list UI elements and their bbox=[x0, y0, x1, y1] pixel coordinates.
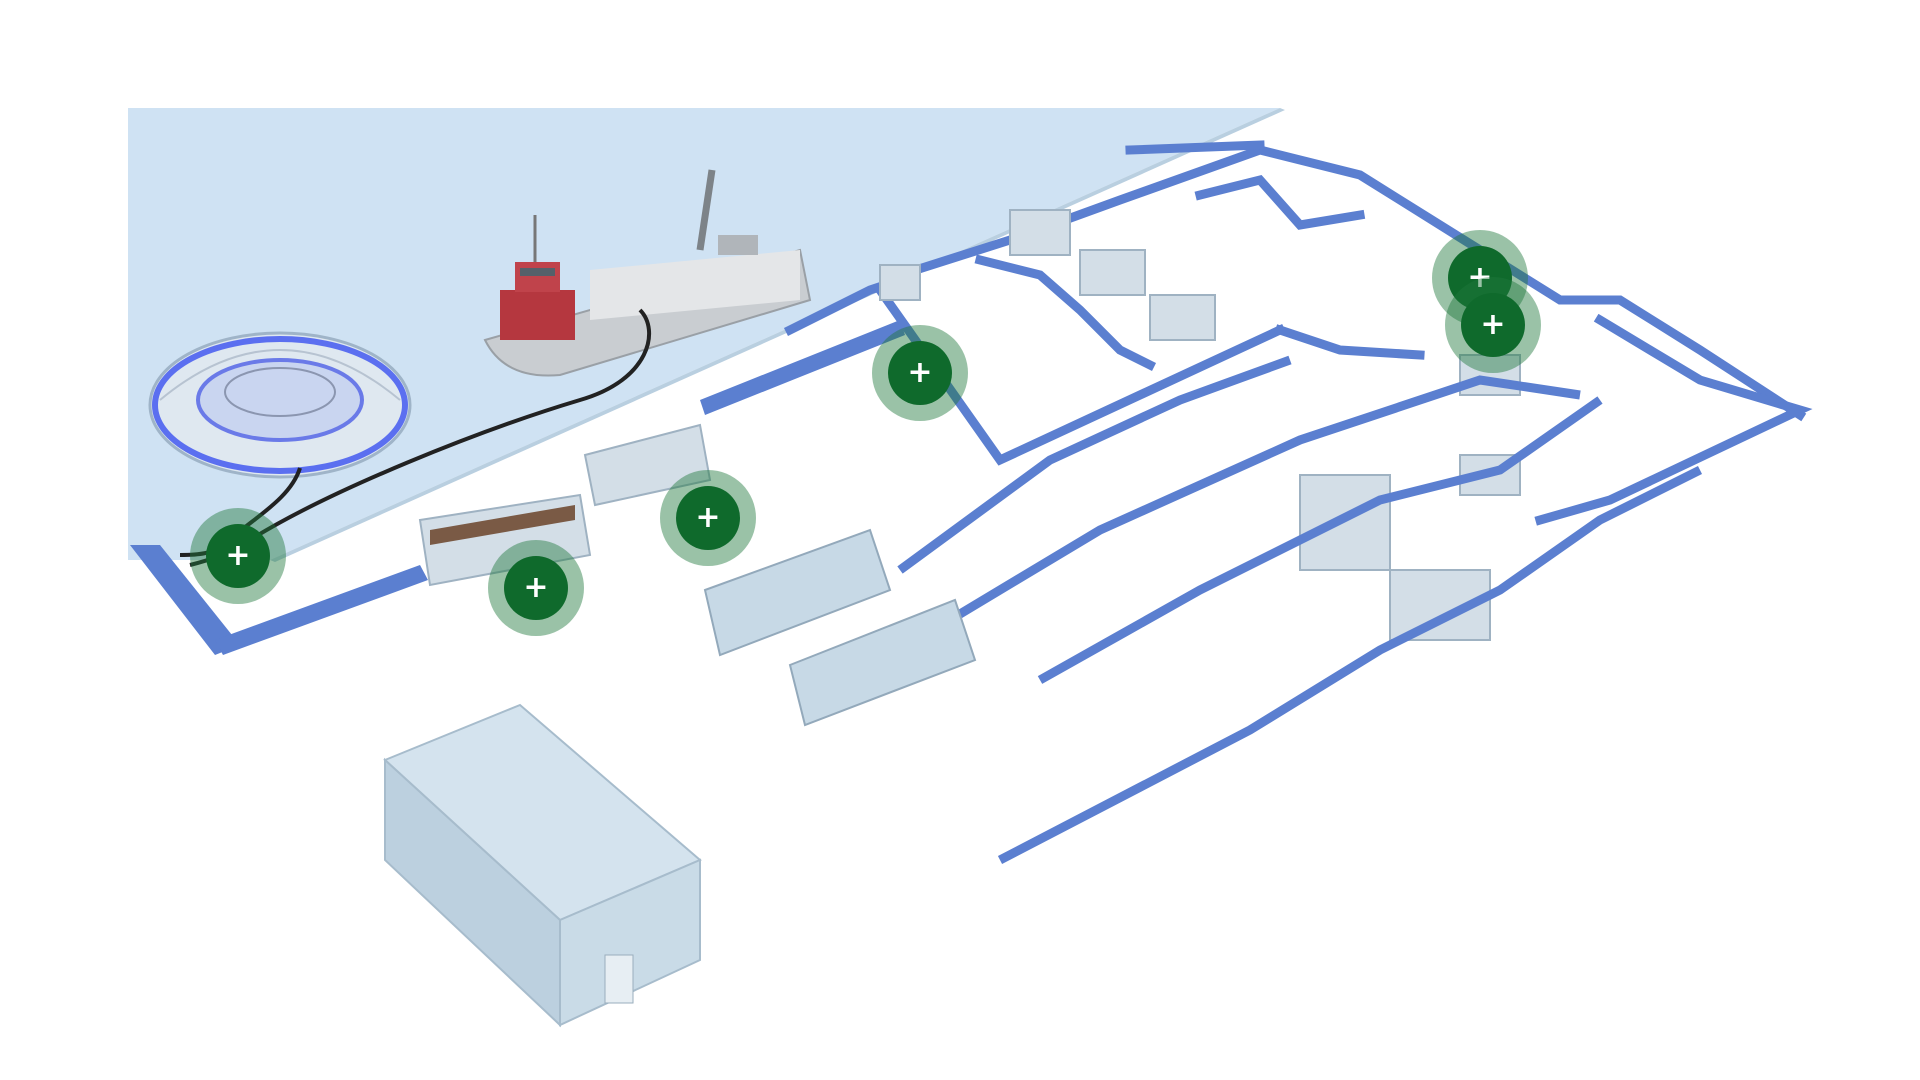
plus-icon: + bbox=[225, 538, 251, 573]
plus-icon: + bbox=[1467, 260, 1493, 295]
hotspot-stunning-bleeding[interactable]: + bbox=[488, 540, 584, 636]
sea-area bbox=[128, 108, 1280, 560]
processing-lines bbox=[897, 355, 1703, 864]
plus-icon: + bbox=[1480, 307, 1506, 342]
plus-icon: + bbox=[523, 570, 549, 605]
cold-store bbox=[383, 703, 702, 1028]
freezer-tunnels bbox=[703, 528, 977, 727]
plus-icon: + bbox=[695, 500, 721, 535]
hotspot-packing[interactable]: + bbox=[1445, 277, 1541, 373]
plus-icon: + bbox=[907, 355, 933, 390]
intake-line bbox=[130, 320, 905, 655]
hotspot-fish-pen[interactable]: + bbox=[190, 508, 286, 604]
hotspot-grading[interactable]: + bbox=[872, 325, 968, 421]
hotspot-gutting[interactable]: + bbox=[660, 470, 756, 566]
fish-pen bbox=[148, 331, 412, 479]
well-boat bbox=[483, 169, 812, 377]
